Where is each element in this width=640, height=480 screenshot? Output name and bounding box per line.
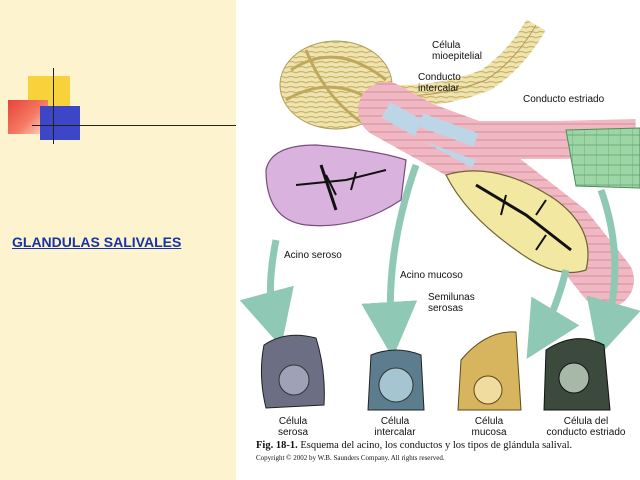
label-semilunas-serosas: Semilunas serosas xyxy=(428,292,475,314)
decorative-horizontal-line xyxy=(32,125,236,126)
label-celula-serosa: Célula serosa xyxy=(277,416,308,438)
label-acino-seroso: Acino seroso xyxy=(284,250,342,261)
label-mioepitelial: Célula mioepitelial xyxy=(432,40,483,62)
slide-title[interactable]: GLANDULAS SALIVALES xyxy=(12,234,182,250)
slide-left-panel: GLANDULAS SALIVALES xyxy=(0,0,236,480)
figure-number: Fig. 18-1. xyxy=(256,440,298,451)
gland-diagram xyxy=(239,19,640,411)
label-conducto-intercalar: Conducto intercalar xyxy=(418,72,461,94)
pointer-arrows xyxy=(239,163,640,360)
copyright-notice: Copyright © 2002 by W.B. Saunders Compan… xyxy=(256,454,445,462)
decorative-blue-square xyxy=(40,106,80,140)
serous-acinus xyxy=(265,144,407,227)
salivary-gland-figure: Célula mioepitelial Conducto intercalar … xyxy=(236,0,640,480)
decorative-vertical-line xyxy=(53,68,54,144)
label-celula-conducto-estriado: Célula del conducto estriado xyxy=(546,416,626,438)
label-celula-mucosa: Célula mucosa xyxy=(471,416,507,438)
label-celula-intercalar: Célula intercalar xyxy=(374,416,416,438)
mucous-acinus xyxy=(445,170,589,274)
striated-duct xyxy=(565,127,640,189)
cell-serosa-image xyxy=(260,334,325,409)
cell-intercalar-image xyxy=(367,349,425,411)
figure-caption-text: Esquema del acino, los conductos y los t… xyxy=(300,440,573,451)
label-acino-mucoso: Acino mucoso xyxy=(400,270,463,281)
label-conducto-estriado: Conducto estriado xyxy=(523,94,605,105)
figure-caption: Fig. 18-1. Esquema del acino, los conduc… xyxy=(256,440,572,451)
cell-striated-duct-image xyxy=(543,338,611,411)
cell-mucosa-image xyxy=(457,331,522,411)
